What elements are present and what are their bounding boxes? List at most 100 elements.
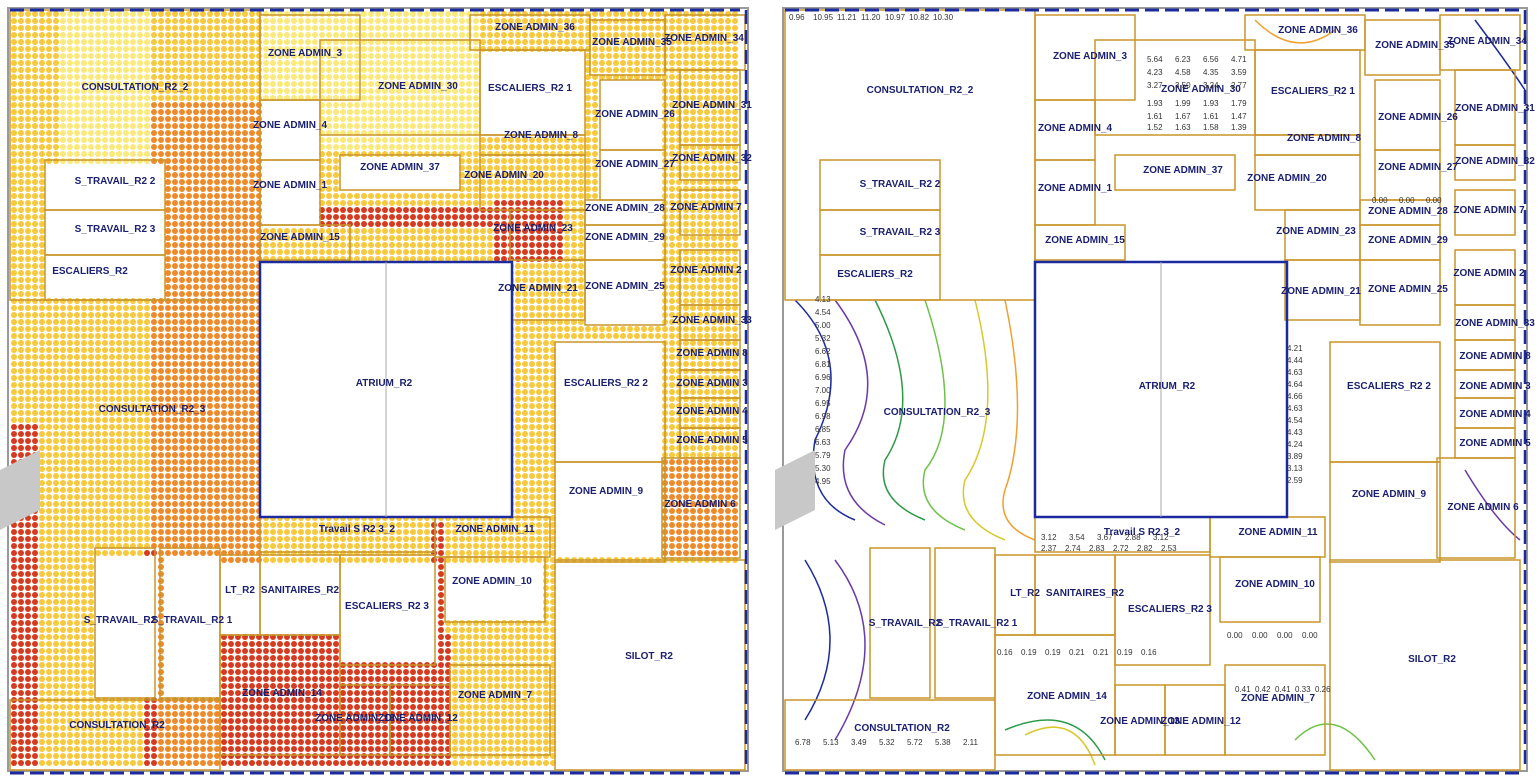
heat-dot: [186, 361, 192, 367]
heat-dot: [165, 123, 171, 129]
heat-dot: [326, 249, 332, 255]
heat-dot: [207, 242, 213, 248]
heat-dot: [228, 214, 234, 220]
heat-dot: [74, 508, 80, 514]
heat-dot: [165, 249, 171, 255]
heat-dot: [102, 137, 108, 143]
heat-dot: [704, 74, 710, 80]
heat-dot: [543, 382, 549, 388]
heat-dot: [46, 480, 52, 486]
heat-dot: [193, 389, 199, 395]
heat-dot: [81, 375, 87, 381]
heat-dot: [473, 95, 479, 101]
heat-dot: [193, 46, 199, 52]
heat-dot: [459, 67, 465, 73]
heat-dot: [123, 473, 129, 479]
heat-dot: [130, 403, 136, 409]
heat-dot: [32, 347, 38, 353]
heat-dot: [207, 25, 213, 31]
heat-dot: [172, 207, 178, 213]
heat-dot: [487, 172, 493, 178]
heat-dot: [186, 508, 192, 514]
heat-dot: [207, 116, 213, 122]
heat-dot: [186, 67, 192, 73]
heat-dot: [137, 333, 143, 339]
heat-dot: [361, 242, 367, 248]
heat-dot: [53, 312, 59, 318]
heat-dot: [543, 193, 549, 199]
heat-dot: [249, 466, 255, 472]
heat-dot: [669, 11, 675, 17]
heat-dot: [669, 109, 675, 115]
heat-dot: [18, 445, 24, 451]
heat-dot: [606, 18, 612, 24]
heat-dot: [711, 235, 717, 241]
heat-dot: [67, 130, 73, 136]
heat-dot: [214, 466, 220, 472]
heat-dot: [592, 179, 598, 185]
heat-dot: [354, 53, 360, 59]
heat-dot: [319, 18, 325, 24]
heat-dot: [634, 11, 640, 17]
heat-dot: [529, 32, 535, 38]
heat-dot: [375, 123, 381, 129]
heat-dot: [431, 74, 437, 80]
heat-dot: [214, 354, 220, 360]
heat-dot: [725, 46, 731, 52]
heat-dot: [18, 74, 24, 80]
heat-dot: [249, 214, 255, 220]
heat-dot: [25, 361, 31, 367]
heat-dot: [711, 53, 717, 59]
heat-dot: [424, 53, 430, 59]
heat-dot: [536, 305, 542, 311]
heat-dot: [200, 32, 206, 38]
heat-dot: [179, 186, 185, 192]
heat-dot: [333, 228, 339, 234]
heat-dot: [571, 18, 577, 24]
heat-dot: [18, 151, 24, 157]
heat-dot: [11, 214, 17, 220]
heat-dot: [718, 515, 724, 521]
heat-dot: [53, 151, 59, 157]
heat-dot: [95, 123, 101, 129]
heat-dot: [102, 39, 108, 45]
heat-dot: [249, 249, 255, 255]
heat-dot: [732, 95, 738, 101]
heat-dot: [620, 25, 626, 31]
heat-dot: [354, 235, 360, 241]
heat-dot: [172, 389, 178, 395]
heat-dot: [81, 312, 87, 318]
heat-dot: [683, 431, 689, 437]
heat-dot: [543, 347, 549, 353]
heat-dot: [158, 361, 164, 367]
heat-dot: [242, 116, 248, 122]
heat-dot: [466, 116, 472, 122]
heat-dot: [725, 123, 731, 129]
heat-dot: [445, 207, 451, 213]
heat-dot: [725, 39, 731, 45]
heat-dot: [18, 312, 24, 318]
heat-dot: [354, 109, 360, 115]
heat-dot: [116, 46, 122, 52]
heat-dot: [249, 11, 255, 17]
heat-dot: [67, 354, 73, 360]
heat-dot: [158, 473, 164, 479]
heat-dot: [214, 32, 220, 38]
heat-dot: [732, 417, 738, 423]
heat-dot: [438, 18, 444, 24]
heat-dot: [81, 396, 87, 402]
heat-dot: [368, 60, 374, 66]
heat-dot: [690, 410, 696, 416]
heat-dot: [571, 333, 577, 339]
heat-dot: [95, 305, 101, 311]
heat-dot: [718, 508, 724, 514]
heat-dot: [67, 459, 73, 465]
heat-dot: [102, 312, 108, 318]
heat-dot: [403, 249, 409, 255]
heat-dot: [193, 508, 199, 514]
heat-dot: [564, 151, 570, 157]
heat-dot: [53, 494, 59, 500]
heat-dot: [102, 74, 108, 80]
heat-dot: [557, 277, 563, 283]
heat-dot: [130, 25, 136, 31]
